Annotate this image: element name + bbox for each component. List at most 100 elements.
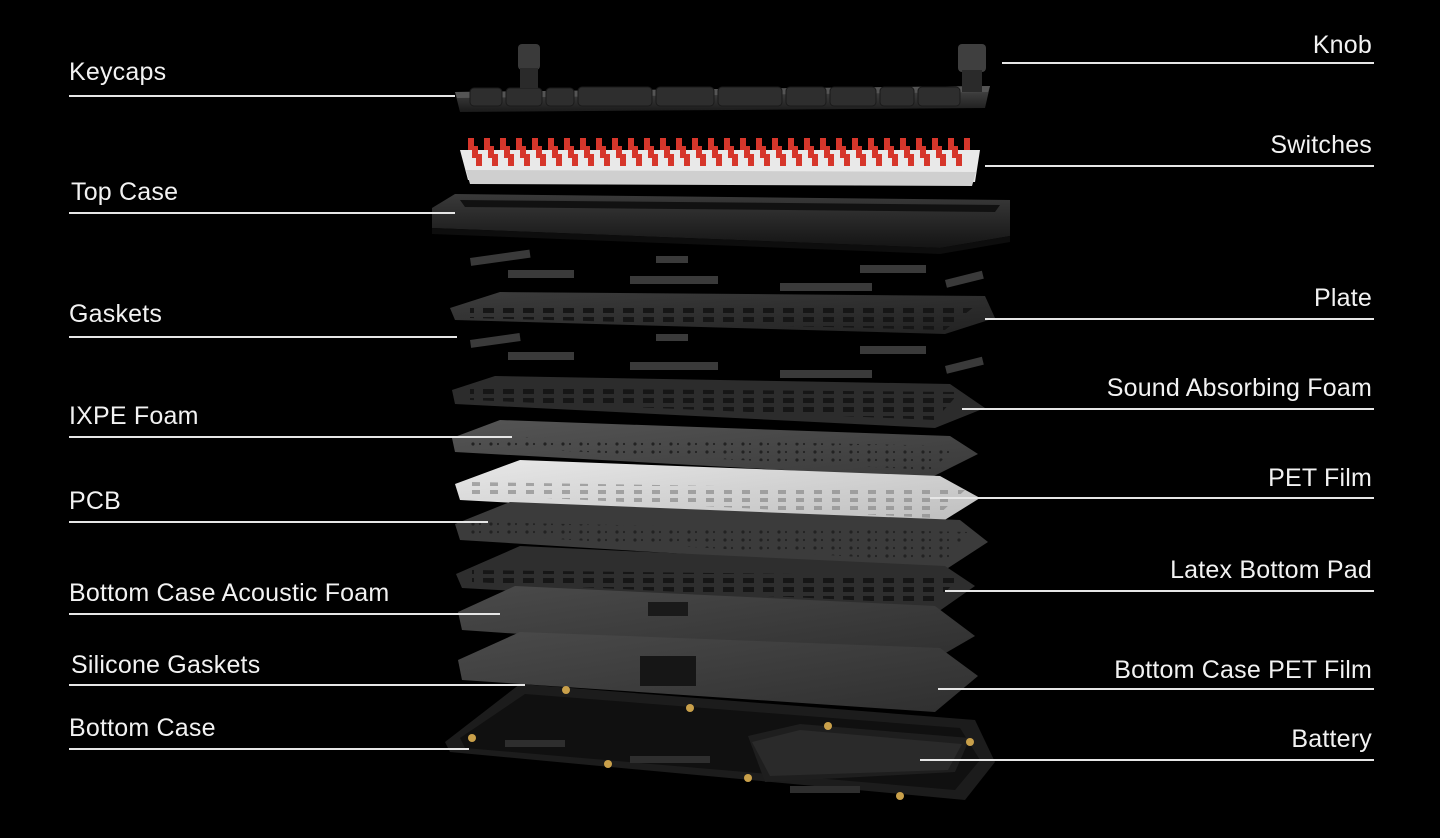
bottom-case-layer xyxy=(445,684,995,800)
switch-stem xyxy=(556,154,562,166)
leader-battery xyxy=(920,759,1374,761)
switch-stem xyxy=(884,138,890,150)
switch-stem xyxy=(604,154,610,166)
gaskets-lower xyxy=(469,333,984,378)
leader-ixpe-foam xyxy=(69,436,512,438)
switch-stem xyxy=(744,146,750,158)
switch-stem xyxy=(712,146,718,158)
label-top-case: Top Case xyxy=(71,178,179,206)
plate-layer xyxy=(450,292,995,334)
bottom-case-acoustic-foam-layer xyxy=(458,586,975,662)
switch-stem xyxy=(940,154,946,166)
switch-stem xyxy=(936,146,942,158)
switch-stem xyxy=(492,154,498,166)
switch-stem xyxy=(684,154,690,166)
switch-stem xyxy=(584,146,590,158)
leader-latex-bottom-pad xyxy=(945,590,1374,592)
leader-keycaps xyxy=(69,95,455,97)
switch-stem xyxy=(756,138,762,150)
switch-stem xyxy=(772,138,778,150)
pet-film-layer xyxy=(455,460,980,526)
switch-stem xyxy=(572,154,578,166)
switch-stem xyxy=(948,138,954,150)
leader-pet-film xyxy=(930,497,1374,499)
switch-stem xyxy=(828,154,834,166)
leader-gaskets xyxy=(69,336,457,338)
switch-stem xyxy=(516,138,522,150)
sound-absorbing-foam-layer xyxy=(452,376,985,428)
switch-stem xyxy=(620,154,626,166)
switch-stem xyxy=(564,138,570,150)
switch-stem xyxy=(876,154,882,166)
label-bottom-case-pet-film: Bottom Case PET Film xyxy=(1114,656,1372,684)
switch-stem xyxy=(860,154,866,166)
switch-stem xyxy=(580,138,586,150)
switch-stem xyxy=(764,154,770,166)
switch-stem xyxy=(648,146,654,158)
switch-stem xyxy=(488,146,494,158)
pcb-layer xyxy=(455,502,988,570)
switch-stem xyxy=(964,138,970,150)
switch-stem xyxy=(500,138,506,150)
switch-stem xyxy=(820,138,826,150)
switch-stem xyxy=(548,138,554,150)
switch-stem xyxy=(824,146,830,158)
label-battery: Battery xyxy=(1291,725,1372,753)
switch-stem xyxy=(524,154,530,166)
label-bottom-case-acoustic-foam: Bottom Case Acoustic Foam xyxy=(69,579,390,607)
switch-stem xyxy=(900,138,906,150)
leader-silicone-gaskets xyxy=(69,684,525,686)
switch-stem xyxy=(748,154,754,166)
switch-stem xyxy=(552,146,558,158)
switch-stem xyxy=(644,138,650,150)
switch-stem xyxy=(536,146,542,158)
switch-stem xyxy=(724,138,730,150)
leader-plate xyxy=(985,318,1374,320)
switch-stem xyxy=(680,146,686,158)
label-silicone-gaskets: Silicone Gaskets xyxy=(71,651,261,679)
switch-stem xyxy=(692,138,698,150)
label-knob: Knob xyxy=(1312,31,1372,59)
switch-stem xyxy=(956,154,962,166)
leader-knob xyxy=(1002,62,1374,64)
switch-stem xyxy=(776,146,782,158)
leader-pcb xyxy=(69,521,488,523)
switch-stem xyxy=(700,154,706,166)
gaskets-upper xyxy=(469,249,984,291)
switch-stem xyxy=(920,146,926,158)
leader-bottom-case xyxy=(69,748,469,750)
label-pet-film: PET Film xyxy=(1268,464,1372,492)
switch-stem xyxy=(852,138,858,150)
switch-stem xyxy=(908,154,914,166)
label-sound-absorbing-foam: Sound Absorbing Foam xyxy=(1106,374,1372,402)
switch-stem xyxy=(788,138,794,150)
switch-stem xyxy=(892,154,898,166)
switch-stem xyxy=(664,146,670,158)
leader-switches xyxy=(985,165,1374,167)
switch-stem xyxy=(596,138,602,150)
switch-stem xyxy=(916,138,922,150)
switch-stem xyxy=(652,154,658,166)
label-gaskets: Gaskets xyxy=(69,300,163,328)
switch-stem xyxy=(716,154,722,166)
bottom-case-pet-film-layer xyxy=(458,632,978,712)
switch-stem xyxy=(508,154,514,166)
switch-stem xyxy=(872,146,878,158)
label-keycaps: Keycaps xyxy=(69,58,167,86)
ixpe-foam-layer xyxy=(452,420,978,478)
switch-stem xyxy=(740,138,746,150)
switch-stem xyxy=(760,146,766,158)
switch-stem xyxy=(888,146,894,158)
label-pcb: PCB xyxy=(69,487,122,515)
switch-stem xyxy=(808,146,814,158)
leader-top-case xyxy=(69,212,455,214)
label-ixpe-foam: IXPE Foam xyxy=(69,402,199,430)
label-bottom-case: Bottom Case xyxy=(69,714,216,742)
switch-stem xyxy=(532,138,538,150)
keycaps-layer xyxy=(455,44,990,112)
switch-stem xyxy=(468,138,474,150)
switch-stem xyxy=(836,138,842,150)
switch-stem xyxy=(780,154,786,166)
